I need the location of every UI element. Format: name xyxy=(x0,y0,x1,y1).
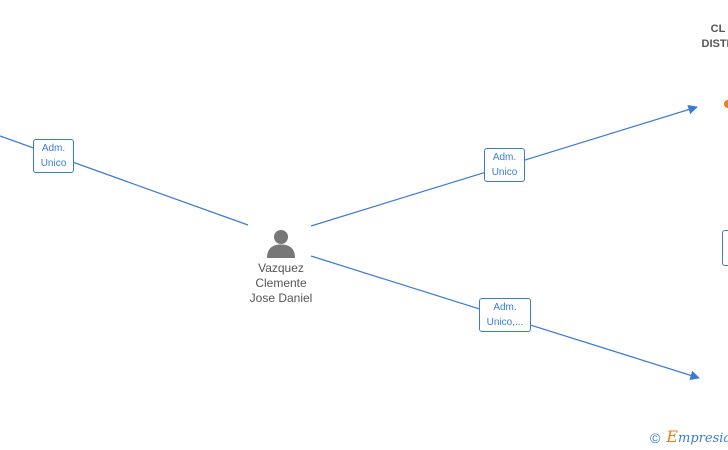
person-name-line: Jose Daniel xyxy=(249,291,313,305)
person-node[interactable]: Vazquez Clemente Jose Daniel xyxy=(236,228,326,306)
edge-label-line: Unico xyxy=(40,158,67,169)
watermark: © Empresia xyxy=(650,428,728,448)
edge-label-left[interactable]: Adm. Unico xyxy=(33,139,74,173)
copyright-icon: © xyxy=(650,430,661,446)
edge-label-line: Adm. xyxy=(493,302,517,313)
company-marker[interactable] xyxy=(724,100,728,108)
person-name: Vazquez Clemente Jose Daniel xyxy=(236,261,326,306)
company-name-line: DISTR xyxy=(701,38,728,50)
edge-label-line: Adm. xyxy=(41,143,66,154)
person-name-line: Clemente xyxy=(255,276,307,290)
edge-label-line: Unico,... xyxy=(486,317,524,328)
edge-label-lower-right[interactable]: Adm. Unico,... xyxy=(479,298,531,332)
brand-rest: mpresia xyxy=(678,431,728,446)
brand-initial: E xyxy=(666,427,679,446)
company-name[interactable]: CL DISTR xyxy=(688,22,728,52)
edge-label-upper-right[interactable]: Adm. Unico xyxy=(484,148,525,182)
offscreen-edge-label[interactable] xyxy=(722,230,728,266)
person-name-line: Vazquez xyxy=(258,261,304,275)
edge-label-line: Adm. xyxy=(492,152,517,163)
brand-logo: Empresia xyxy=(666,428,728,448)
person-icon xyxy=(267,230,295,258)
edge-label-line: Unico xyxy=(491,167,518,178)
company-name-line: CL xyxy=(710,23,726,35)
